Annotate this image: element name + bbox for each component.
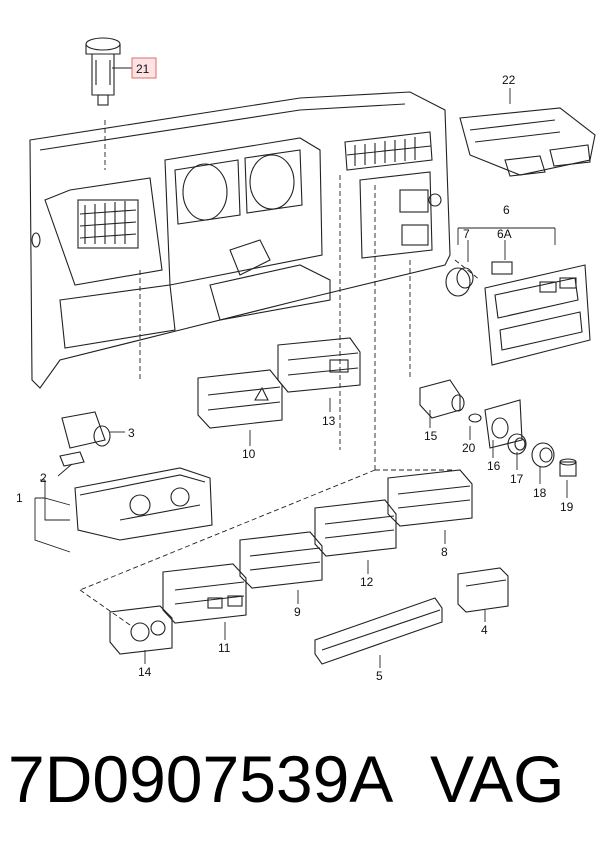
part-13-switch	[277, 337, 361, 393]
part-11-switch-pair	[162, 563, 247, 624]
part-1-light-switch	[74, 467, 213, 541]
dashboard-outline	[29, 91, 451, 389]
callout-3: 3	[128, 426, 135, 440]
part-18-ring	[531, 442, 555, 468]
callout-10: 10	[242, 447, 256, 461]
part-4-blank	[457, 567, 509, 613]
part-number-label: 7D0907539A	[8, 742, 394, 816]
callout-9: 9	[294, 605, 301, 619]
part-7-knob	[445, 267, 474, 297]
part-10-hazard-switch	[197, 369, 283, 429]
part-2-bulb	[59, 451, 85, 467]
callout-20: 20	[462, 441, 476, 455]
callout-16: 16	[487, 459, 501, 473]
part-12-switch	[314, 499, 397, 557]
callout-7: 7	[463, 227, 470, 241]
part-6-climate-control	[484, 264, 591, 366]
callout-12: 12	[360, 575, 374, 589]
part-5-trim-strip	[314, 597, 443, 665]
callout-11: 11	[218, 641, 231, 655]
callout-15: 15	[424, 429, 438, 443]
part-3-connector	[61, 411, 111, 449]
part-19-cap	[559, 458, 577, 477]
solid-leaders	[34, 67, 568, 668]
part-16-plate	[484, 399, 523, 449]
callout-19: 19	[560, 500, 574, 514]
callout-17: 17	[510, 472, 524, 486]
leader-lines	[79, 120, 481, 626]
callout-8: 8	[441, 545, 448, 559]
callout-6: 6	[503, 203, 510, 217]
part-8-switch	[387, 469, 473, 527]
part-6a-switch	[491, 261, 513, 275]
callout-1: 1	[16, 491, 23, 505]
part-20-element	[468, 413, 482, 423]
callout-5: 5	[376, 669, 383, 683]
part-17-socket	[507, 433, 527, 455]
part-22-vent-assembly	[459, 107, 596, 177]
part-15-lighter	[419, 379, 465, 419]
callout-14: 14	[138, 665, 152, 679]
callout-18: 18	[533, 486, 547, 500]
callout-box-21	[131, 57, 157, 79]
part-9-switch	[239, 531, 323, 589]
part-14-dimmer	[109, 605, 173, 655]
callout-21: 21	[136, 62, 150, 76]
exploded-parts-diagram: 21 22 6 7 6A 3 2 1 13 10 15 20 16 17 18 …	[16, 37, 596, 683]
callout-labels: 21 22 6 7 6A 3 2 1 13 10 15 20 16 17 18 …	[16, 62, 574, 683]
callout-4: 4	[481, 623, 488, 637]
callout-13: 13	[322, 414, 336, 428]
brand-label: VAG	[430, 742, 565, 816]
callout-6a: 6A	[497, 227, 512, 241]
part-21-socket	[85, 37, 121, 106]
callout-2: 2	[40, 471, 47, 485]
callout-22: 22	[502, 73, 516, 87]
